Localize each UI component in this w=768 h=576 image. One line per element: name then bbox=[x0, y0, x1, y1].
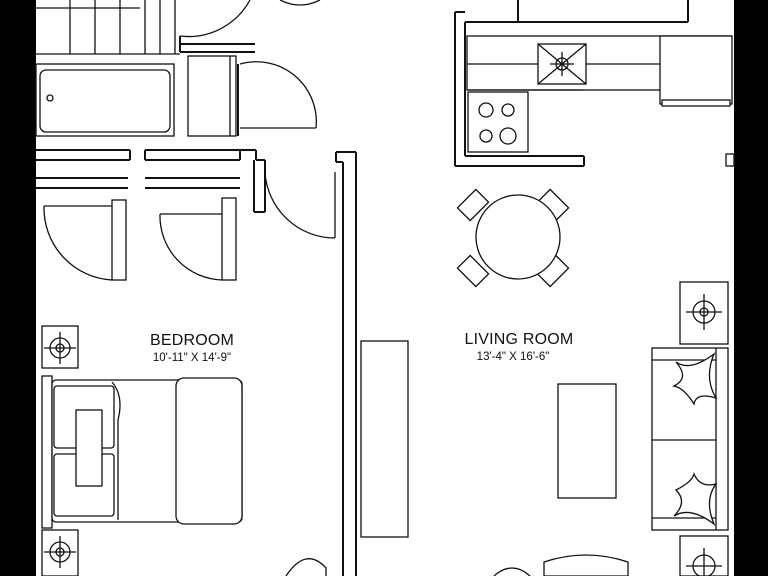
floor-lamp-icon bbox=[679, 535, 729, 576]
cooktop-icon bbox=[537, 43, 587, 85]
lounge-chair bbox=[285, 554, 629, 576]
sofa bbox=[651, 347, 729, 531]
partition-wall bbox=[335, 151, 357, 576]
burner-icon bbox=[478, 102, 494, 118]
bedroom-dimensions: 10'-11" X 14'-9" bbox=[153, 352, 231, 364]
floor-lamp-icon bbox=[679, 281, 729, 345]
bedroom-label: BEDROOM bbox=[150, 332, 234, 349]
closet-walls bbox=[36, 36, 266, 213]
closet-fronts bbox=[36, 177, 240, 281]
living-room-label: LIVING ROOM bbox=[465, 331, 574, 348]
pillow-icon bbox=[672, 352, 718, 406]
floor-lamp-icon bbox=[41, 529, 79, 576]
bathtub-icon bbox=[35, 63, 175, 137]
refrigerator bbox=[659, 35, 733, 107]
bath-door bbox=[237, 61, 317, 136]
pillow-icon bbox=[673, 471, 718, 526]
dining-table bbox=[456, 188, 570, 288]
kitchen-walls bbox=[454, 0, 735, 167]
floor-lamp-icon bbox=[41, 325, 79, 369]
vanity bbox=[187, 55, 237, 137]
burner-icon bbox=[499, 127, 517, 145]
door-swing-icon bbox=[179, 0, 321, 38]
walls bbox=[36, 0, 735, 576]
burner-icon bbox=[501, 103, 515, 117]
range bbox=[467, 91, 529, 153]
coffee-table bbox=[557, 383, 617, 499]
stairs bbox=[36, 0, 180, 55]
door-swing-icon bbox=[43, 171, 336, 281]
living-room-dimensions: 13'-4" X 16'-6" bbox=[477, 351, 550, 363]
bed bbox=[41, 375, 243, 529]
media-console bbox=[360, 340, 409, 538]
burner-icon bbox=[479, 129, 493, 143]
